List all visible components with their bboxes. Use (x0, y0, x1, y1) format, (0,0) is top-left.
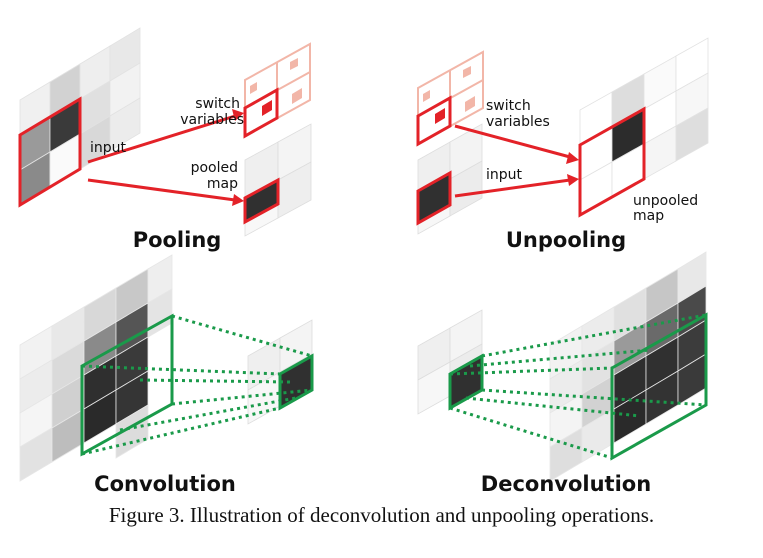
pooling-pooled-map (243, 123, 312, 237)
deconvolution-projection-lines (449, 313, 707, 460)
pooling-pooled-label-line1: pooled (191, 160, 238, 176)
pooling-switch-label-line2: variables (180, 112, 244, 128)
pooling-switch-label-line1: switch (195, 96, 240, 112)
unpooling-panel: switch variables input unpooled map Unpo… (416, 37, 709, 252)
convolution-projection-lines (81, 314, 313, 456)
pooling-pooled-cell (243, 177, 280, 225)
unpooling-title: Unpooling (506, 228, 626, 252)
unpooling-input-cell (416, 170, 452, 226)
unpooling-switch-label-line2: variables (486, 114, 550, 130)
pooling-window (18, 96, 82, 208)
pooling-title: Pooling (133, 228, 222, 252)
unpooling-switch-grid (416, 50, 484, 147)
unpooling-switch-label-line1: switch (486, 98, 531, 114)
pooling-arrows (87, 109, 244, 206)
unpooling-arrows (454, 124, 579, 198)
figure-illustration: input switch variables pooled map Poolin… (18, 27, 709, 496)
unpooling-unpooled-label-line2: map (633, 208, 664, 224)
pooling-pooled-label-line2: map (207, 176, 238, 192)
deconvolution-panel: Deconvolution (417, 251, 708, 496)
unpooling-unpooled-label-line1: unpooled (633, 193, 698, 209)
pooling-input-label: input (90, 140, 127, 156)
unpooling-input-label: input (486, 167, 523, 183)
unpooling-window (578, 106, 646, 218)
pooling-switch-active (243, 87, 279, 139)
deconvolution-input-map (417, 309, 484, 415)
pooling-panel: input switch variables pooled map Poolin… (18, 27, 312, 252)
unpooling-output-grid (579, 37, 709, 216)
unpooling-input-map (416, 123, 483, 235)
convolution-title: Convolution (94, 472, 236, 496)
figure-caption: Figure 3. Illustration of deconvolution … (108, 503, 655, 527)
unpooling-switch-active (416, 95, 452, 147)
convolution-panel: Convolution (19, 254, 314, 496)
deconvolution-output-grid (549, 251, 707, 482)
convolution-input-grid (19, 254, 173, 482)
pooling-switch-grid (243, 42, 311, 139)
deconvolution-title: Deconvolution (481, 472, 651, 496)
